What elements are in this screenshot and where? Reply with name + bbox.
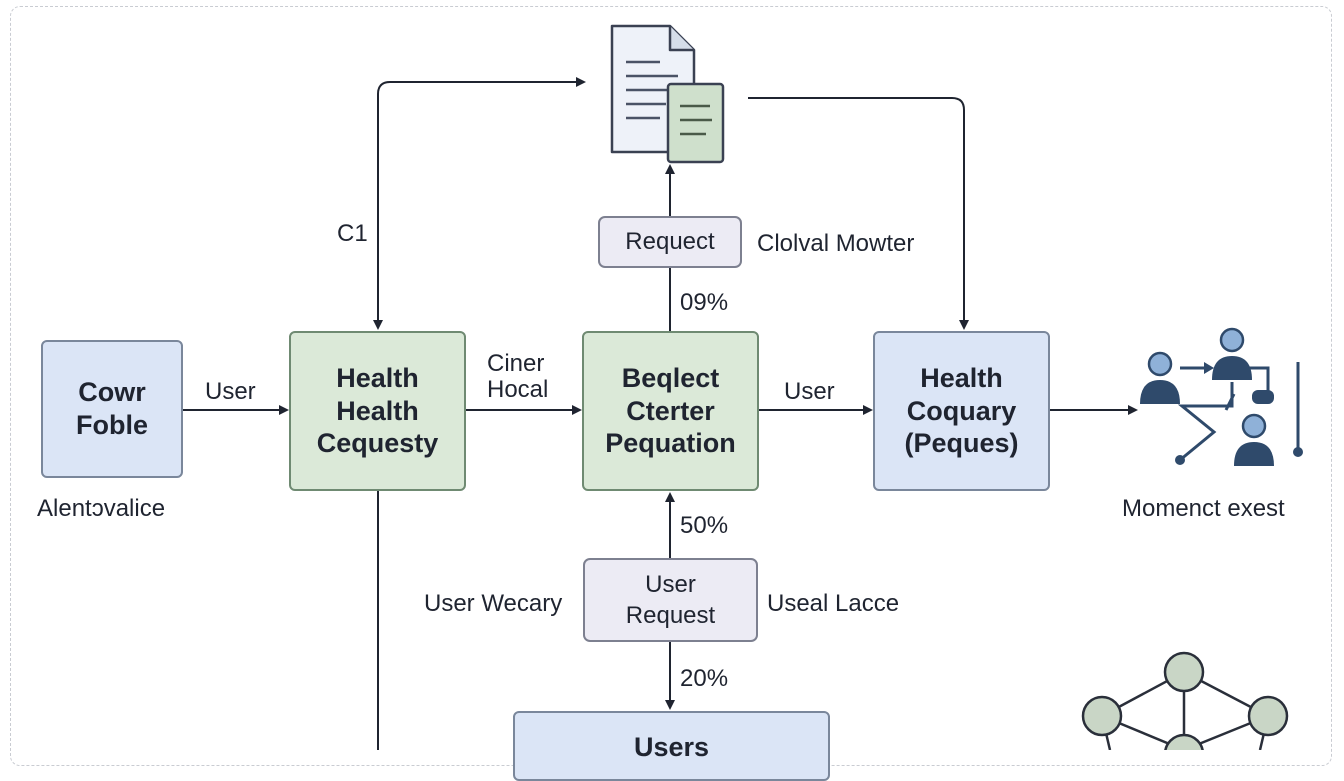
moment-caption: Momenct exest bbox=[1122, 495, 1285, 522]
center-box: Beqlect Cterter Pequation bbox=[582, 331, 759, 491]
health-query-box: Health Coquary (Peques) bbox=[873, 331, 1050, 491]
source-caption: Alentɔvalice bbox=[37, 495, 166, 522]
pct-top: 09% bbox=[680, 289, 729, 316]
connectors bbox=[183, 77, 1138, 750]
source-box: Cowr Foble bbox=[41, 340, 183, 478]
request-pill: Requect bbox=[598, 216, 742, 268]
request-side-label: Clolval Mowter bbox=[757, 230, 915, 257]
people-network-icon bbox=[1140, 327, 1303, 466]
edge-document-to-query bbox=[748, 97, 969, 330]
user-left-label: User Wecary bbox=[424, 590, 563, 617]
user-request-label: User Request bbox=[625, 570, 716, 629]
user-request-pill: User Request bbox=[583, 558, 758, 642]
edge-label-ciner: Ciner Hocal bbox=[487, 350, 549, 404]
center-box-label: Beqlect Cterter Pequation bbox=[605, 362, 736, 459]
node-graph-icon bbox=[1081, 651, 1289, 750]
request-pill-label: Requect bbox=[625, 228, 715, 256]
edge-label-c1: C1 bbox=[337, 220, 368, 247]
health-request-label: Health Health Cequesty bbox=[316, 362, 439, 459]
document-stack-icon bbox=[610, 24, 725, 164]
users-box: Users bbox=[513, 711, 830, 781]
pct-mid: 50% bbox=[680, 512, 729, 539]
source-box-label: Cowr Foble bbox=[76, 377, 148, 440]
health-query-label: Health Coquary (Peques) bbox=[904, 362, 1019, 459]
edge-loop-to-document bbox=[377, 77, 586, 328]
users-box-label: Users bbox=[633, 732, 710, 762]
edge-label-user-2: User bbox=[784, 378, 835, 405]
user-right-label: Useal Lacce bbox=[767, 590, 900, 617]
health-request-box: Health Health Cequesty bbox=[289, 331, 466, 491]
edge-label-user-1: User bbox=[205, 378, 256, 405]
pct-bottom: 20% bbox=[680, 665, 729, 692]
